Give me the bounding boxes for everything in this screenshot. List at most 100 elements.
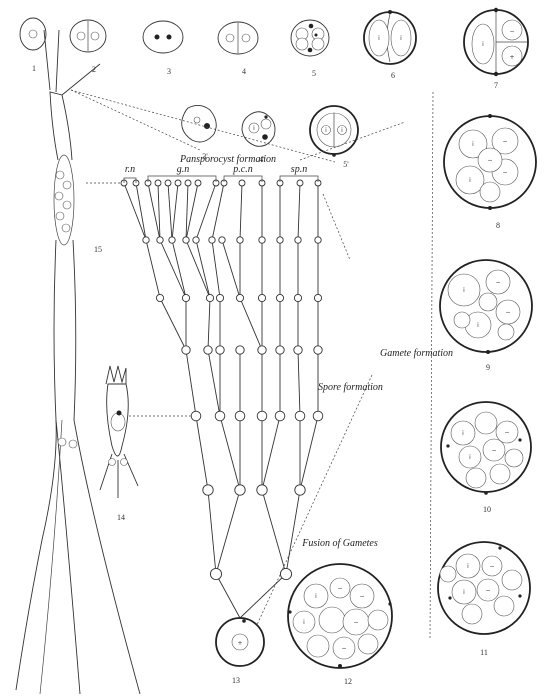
lineage-cell: [195, 180, 201, 186]
lineage-cell: [257, 485, 267, 495]
svg-text:−: −: [491, 447, 496, 454]
figure-number-15: 15: [94, 245, 102, 254]
lineage-cell: [257, 411, 267, 421]
figure-12: i i − − − − 12: [288, 564, 392, 686]
figure-number-10: 10: [483, 505, 491, 514]
lineage-cell: [276, 346, 284, 354]
figure-number-7: 7: [494, 81, 498, 90]
lineage-cell: [204, 346, 212, 354]
lineage-cell: [219, 237, 225, 243]
figure-number-11: 11: [480, 648, 488, 657]
figure-4: 4: [218, 22, 258, 76]
fusion-of-gametes-label: Fusion of Gametes: [301, 538, 378, 549]
lineage-cell: [215, 411, 225, 421]
pansporocyst-formation-label: Pansporocyst formation: [179, 154, 276, 165]
lineage-cell: [182, 294, 189, 301]
lineage-cell: [169, 237, 175, 243]
lineage-cell: [258, 294, 265, 301]
svg-text:−: −: [504, 429, 509, 436]
lineage-group-labels: r.n g.n p.c.n sp.n: [124, 164, 318, 183]
lineage-cell: [237, 237, 243, 243]
figure-5-prime: i i 5': [310, 106, 358, 169]
lineage-cell: [276, 294, 283, 301]
svg-text:−: −: [505, 309, 510, 316]
figure-number-1: 1: [32, 64, 36, 73]
lineage-cell: [235, 411, 245, 421]
figure-5: 5: [291, 20, 329, 78]
figure-number-13: 13: [232, 676, 240, 685]
svg-text:+: +: [509, 54, 514, 61]
spore-formation-label: Spore formation: [318, 382, 383, 393]
lineage-cell: [313, 411, 323, 421]
lineage-cell: [210, 568, 221, 579]
figure-10: i i − − 10: [441, 402, 531, 514]
lineage-cell: [155, 180, 161, 186]
figure-number-5-prime: 5': [343, 160, 349, 169]
figure-number-12: 12: [344, 677, 352, 686]
cell-lineage-tree: [121, 180, 323, 618]
figure-number-14: 14: [117, 513, 125, 522]
svg-text:−: −: [341, 645, 346, 652]
lineage-cell: [295, 411, 305, 421]
lineage-cell: [206, 294, 213, 301]
lineage-cell: [258, 346, 266, 354]
lineage-cell: [259, 237, 265, 243]
lineage-cell: [294, 294, 301, 301]
figure-2: 2: [70, 20, 106, 74]
figure-8: i i − − − 8: [444, 114, 536, 230]
lineage-cell: [185, 180, 191, 186]
lineage-cell: [297, 180, 303, 186]
svg-text:−: −: [502, 138, 507, 145]
gamete-formation-label: Gamete formation: [380, 348, 453, 359]
lineage-cell: [182, 346, 190, 354]
lineage-cell: [236, 294, 243, 301]
lineage-cell: [203, 485, 213, 495]
svg-text:−: −: [489, 563, 494, 570]
figure-11: i i − − 11: [438, 542, 530, 657]
lineage-cell: [183, 237, 189, 243]
lineage-cell: [156, 294, 163, 301]
svg-text:−: −: [495, 279, 500, 286]
figure-number-4: 4: [242, 67, 246, 76]
svg-text:+: +: [237, 640, 242, 647]
svg-text:−: −: [487, 157, 492, 164]
lineage-cell: [216, 294, 223, 301]
lineage-cell: [235, 485, 245, 495]
figure-1: 1: [20, 18, 46, 73]
lineage-cell: [157, 237, 163, 243]
pcn-label: p.c.n: [232, 164, 252, 175]
lineage-cell: [275, 411, 285, 421]
lineage-cell: [239, 180, 245, 186]
lineage-cell: [280, 568, 291, 579]
svg-text:−: −: [485, 587, 490, 594]
figure-number-5: 5: [312, 69, 316, 78]
svg-text:−: −: [509, 28, 514, 35]
lineage-cell: [295, 237, 301, 243]
figure-number-8: 8: [496, 221, 500, 230]
svg-text:−: −: [502, 169, 507, 176]
lineage-cell: [191, 411, 201, 421]
lineage-cell: [295, 485, 305, 495]
lineage-cell: [165, 180, 171, 186]
figure-15-organism: 15: [16, 30, 140, 694]
figure-13-zygote: + 13: [216, 618, 264, 685]
figure-3: 3: [143, 21, 183, 76]
figure-9: i i − − 9: [440, 260, 532, 372]
lineage-cell: [193, 237, 199, 243]
lineage-cell: [175, 180, 181, 186]
svg-text:−: −: [359, 593, 364, 600]
lineage-cell: [315, 237, 321, 243]
lineage-cell: [143, 237, 149, 243]
lineage-cell: [236, 346, 244, 354]
figure-number-9: 9: [486, 363, 490, 372]
lineage-cell: [314, 294, 321, 301]
figure-7: i − + 7: [464, 8, 528, 90]
figure-3-prime: 3': [182, 105, 217, 161]
svg-text:−: −: [337, 585, 342, 592]
lineage-cell: [314, 346, 322, 354]
figure-number-3: 3: [167, 67, 171, 76]
lineage-cell: [209, 237, 215, 243]
lineage-cell: [277, 237, 283, 243]
lineage-cell: [294, 346, 302, 354]
